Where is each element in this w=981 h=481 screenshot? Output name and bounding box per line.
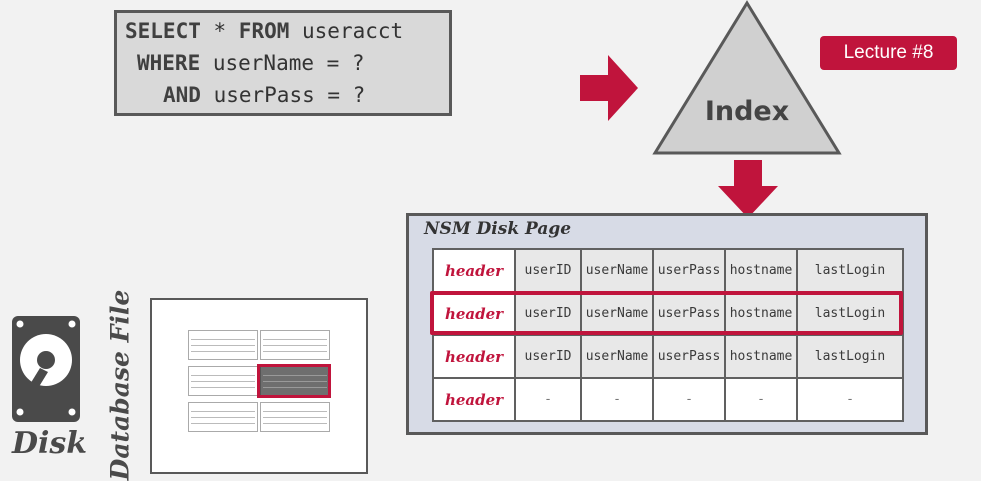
mini-page xyxy=(260,402,330,432)
cell-userid: userID xyxy=(514,248,582,293)
mini-page xyxy=(188,402,258,432)
mini-page-selected xyxy=(260,366,330,396)
right-arrow-icon xyxy=(580,55,638,121)
tuple-header-cell: header xyxy=(432,377,516,422)
mini-page-highlight xyxy=(257,364,331,398)
mini-page xyxy=(260,330,330,360)
cell-userpass: userPass xyxy=(652,334,726,379)
cell-lastlogin: lastLogin xyxy=(796,334,904,379)
tuple-row-highlighted: header userID userName userPass hostname… xyxy=(432,291,904,336)
cell-userpass: userPass xyxy=(652,291,726,336)
database-file-label-wrap: Database File xyxy=(98,290,142,481)
tuple-header-cell: header xyxy=(432,248,516,293)
tuple-row-empty: header - - - - - xyxy=(432,377,904,422)
tuple-row: header userID userName userPass hostname… xyxy=(432,334,904,379)
empty-cell: - xyxy=(580,377,654,422)
cell-lastlogin: lastLogin xyxy=(796,248,904,293)
database-file-panel xyxy=(150,298,368,474)
nsm-tuple-table: header userID userName userPass hostname… xyxy=(432,248,904,422)
database-file-label: Database File xyxy=(105,289,135,481)
lecture-badge[interactable]: Lecture #8 xyxy=(820,36,957,70)
empty-cell: - xyxy=(724,377,798,422)
tuple-header-cell: header xyxy=(432,291,516,336)
mini-page xyxy=(188,366,258,396)
cell-userid: userID xyxy=(514,291,582,336)
disk-label: Disk xyxy=(12,426,88,461)
selected-tuple-highlight xyxy=(430,291,903,335)
mini-page xyxy=(188,330,258,360)
index-triangle xyxy=(652,0,842,155)
down-arrow-icon xyxy=(718,160,778,218)
cell-lastlogin: lastLogin xyxy=(796,291,904,336)
cell-username: userName xyxy=(580,248,654,293)
sql-line-2: WHERE userName = ? xyxy=(137,51,365,75)
empty-cell: - xyxy=(652,377,726,422)
nsm-page-title: NSM Disk Page xyxy=(424,219,572,239)
sql-line-1: SELECT * FROM useracct xyxy=(125,19,404,43)
empty-cell: - xyxy=(796,377,904,422)
sql-line-3: AND userPass = ? xyxy=(163,83,366,107)
cell-username: userName xyxy=(580,334,654,379)
cell-hostname: hostname xyxy=(724,291,798,336)
hard-disk-icon xyxy=(12,316,80,422)
sql-query-box: SELECT * FROM useracct WHERE userName = … xyxy=(114,10,452,116)
cell-hostname: hostname xyxy=(724,334,798,379)
cell-hostname: hostname xyxy=(724,248,798,293)
cell-username: userName xyxy=(580,291,654,336)
index-label: Index xyxy=(704,96,790,127)
cell-userpass: userPass xyxy=(652,248,726,293)
tuple-header-cell: header xyxy=(432,334,516,379)
cell-userid: userID xyxy=(514,334,582,379)
empty-cell: - xyxy=(514,377,582,422)
tuple-row: header userID userName userPass hostname… xyxy=(432,248,904,293)
